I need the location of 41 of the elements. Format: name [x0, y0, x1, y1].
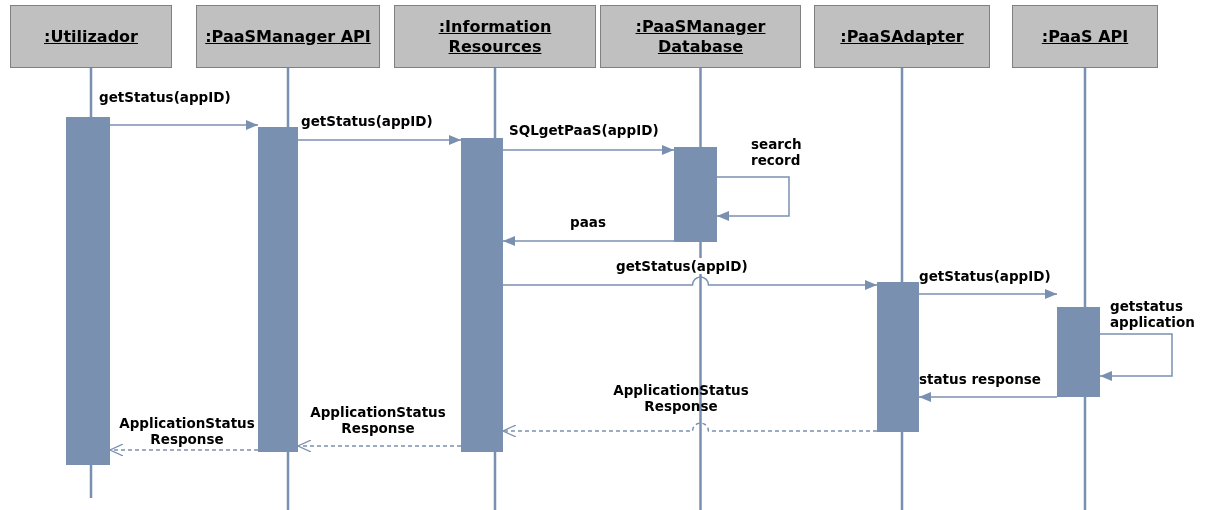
message-label: getstatus application — [1110, 298, 1196, 330]
self-message-arrow — [716, 176, 790, 221]
return-message-arrow — [502, 422, 878, 438]
lifeline-header-box — [814, 5, 990, 68]
message-label: ApplicationStatus Response — [309, 404, 447, 436]
activation-bar — [1057, 307, 1100, 397]
return-message-arrow — [109, 443, 259, 457]
message-arrow — [502, 276, 878, 290]
activation-bar — [66, 117, 110, 465]
object-name: :Utilizador — [44, 26, 138, 47]
message-label: ApplicationStatus Response — [612, 382, 750, 414]
message-arrow — [918, 392, 1058, 402]
object-name: :PaaSAdapter — [840, 26, 964, 47]
message-label: search record — [751, 136, 803, 168]
object-name: :Information Resources — [437, 16, 553, 57]
message-arrow — [502, 145, 675, 155]
lifeline-header-box — [196, 5, 380, 68]
message-label: getStatus(appID) — [99, 89, 231, 105]
object-name: :PaaS API — [1041, 26, 1129, 47]
activation-bar — [461, 138, 503, 452]
message-arrow — [297, 135, 462, 145]
message-label: getStatus(appID) — [301, 113, 433, 129]
self-message-arrow — [1099, 333, 1173, 381]
lifeline-header-box — [394, 5, 596, 68]
object-name: :PaaSManager API — [205, 26, 371, 47]
activation-bar — [877, 282, 919, 432]
message-label: getStatus(appID) — [919, 268, 1051, 284]
object-name: :PaaSManager Database — [634, 16, 767, 57]
message-arrow — [502, 236, 675, 246]
activation-bar — [674, 147, 717, 242]
lifeline-header-box — [600, 5, 801, 68]
message-arrow — [109, 120, 259, 130]
message-label: ApplicationStatus Response — [118, 415, 256, 447]
message-label: status response — [919, 371, 1041, 387]
return-message-arrow — [297, 439, 462, 453]
activation-bar — [258, 127, 298, 452]
message-arrow — [918, 289, 1058, 299]
lifeline-header-box — [1012, 5, 1158, 68]
message-label: SQLgetPaaS(appID) — [509, 122, 659, 138]
message-label: getStatus(appID) — [616, 258, 748, 274]
lifeline-header-box — [10, 5, 172, 68]
